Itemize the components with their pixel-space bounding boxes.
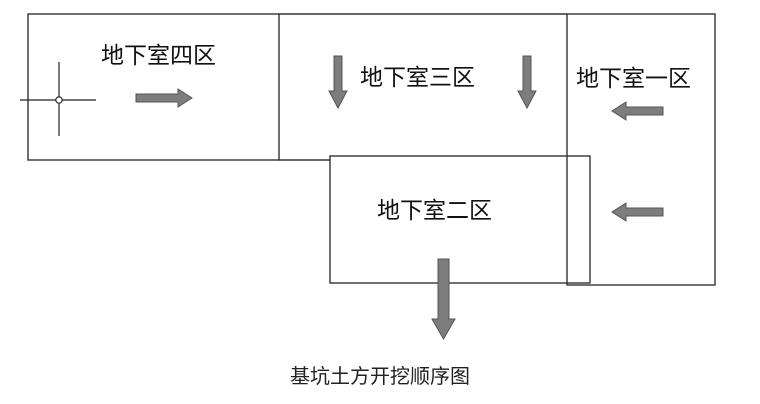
zone-4-label: 地下室四区 (101, 43, 216, 69)
arrow-down-icon (431, 258, 456, 341)
zone-1-box (566, 13, 716, 286)
arrow-down-icon (328, 55, 348, 110)
arrow-down-icon (517, 55, 537, 110)
zone-2-label: 地下室二区 (377, 198, 492, 224)
crosshair-icon (20, 62, 96, 136)
arrow-left-icon (611, 101, 664, 121)
arrow-right-icon (135, 88, 193, 108)
zone-2-box (329, 155, 591, 284)
zone-3-label: 地下室三区 (360, 65, 475, 91)
figure-caption: 基坑土方开挖顺序图 (290, 364, 470, 388)
arrow-left-icon (611, 202, 664, 222)
zone-1-label: 地下室一区 (576, 66, 691, 92)
zone-4-box (27, 13, 280, 161)
